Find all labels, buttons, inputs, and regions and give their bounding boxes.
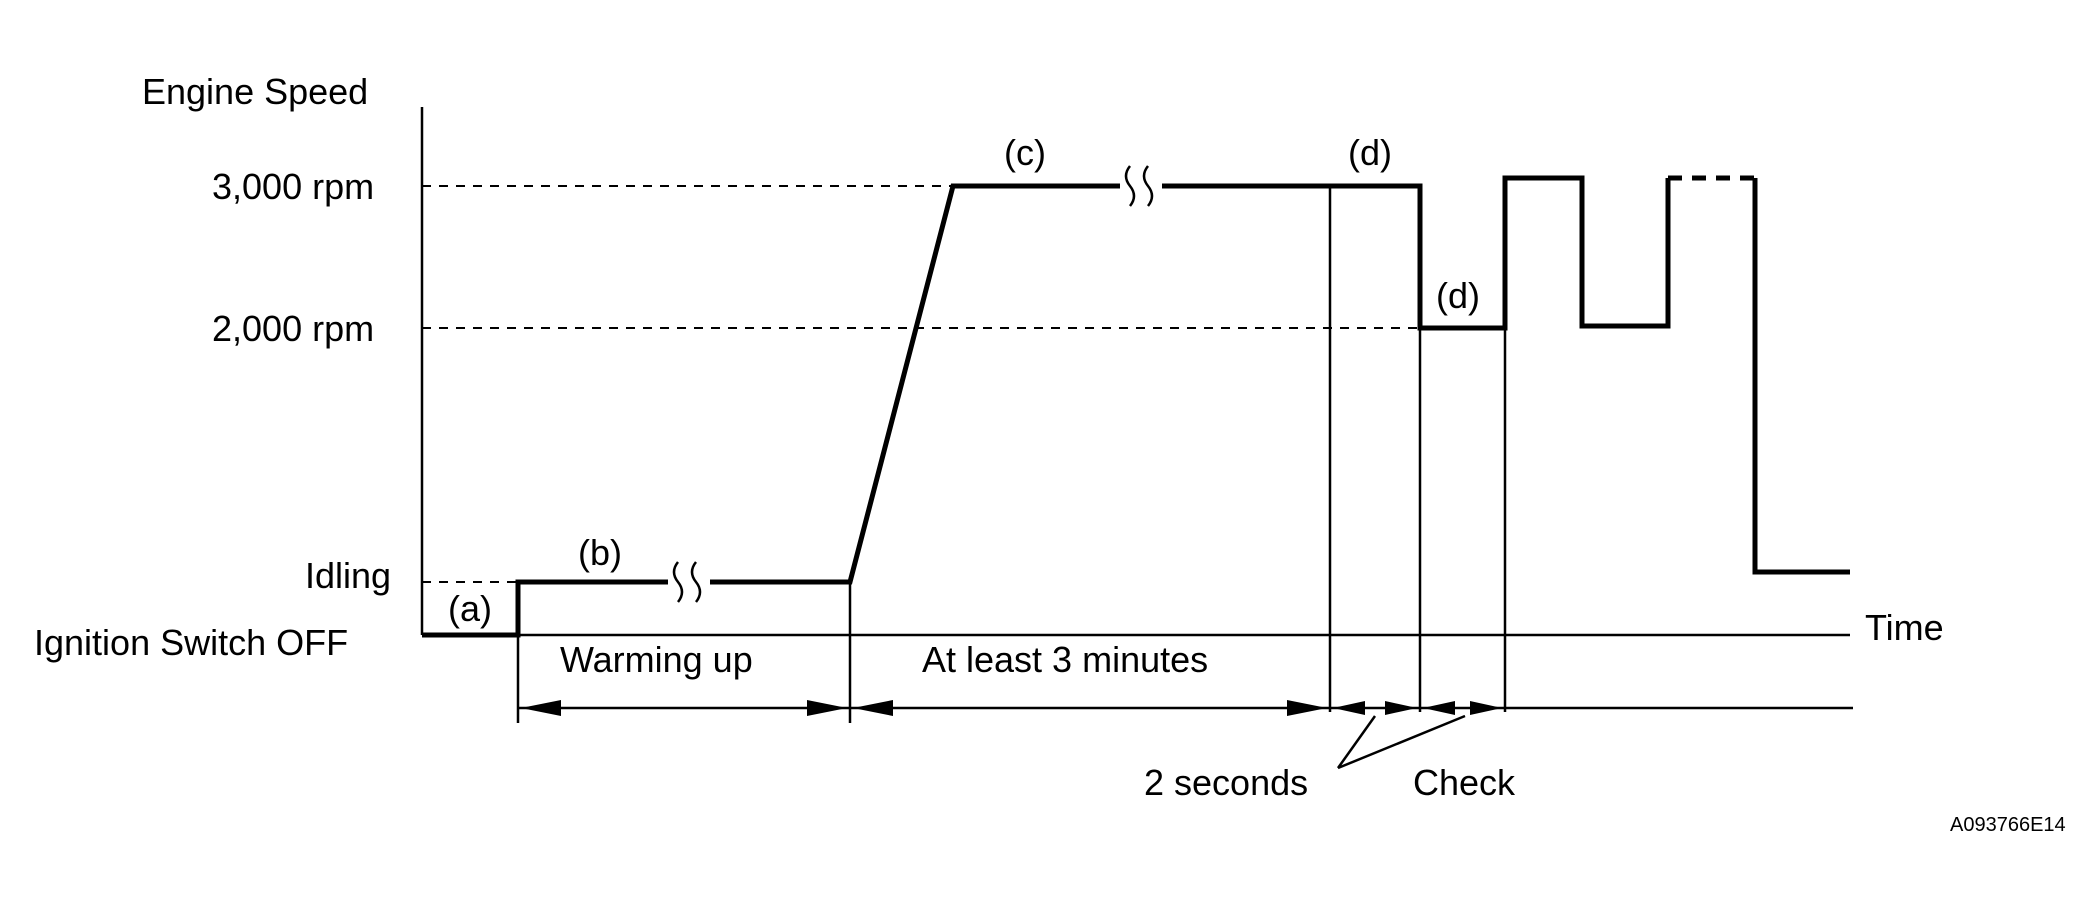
arrowhead <box>1470 701 1502 715</box>
interval-label-2s: 2 seconds <box>1144 762 1308 803</box>
break-mark-3000 <box>1120 165 1162 207</box>
speed-trace-end <box>1752 178 1850 575</box>
step-label-b: (b) <box>578 532 622 573</box>
level-label-2000: 2,000 rpm <box>212 308 374 349</box>
leader-line-check <box>1337 714 1466 770</box>
x-axis-title: Time <box>1865 607 1944 648</box>
arrowhead <box>521 700 561 716</box>
arrowhead <box>1423 701 1455 715</box>
arrowhead <box>1333 701 1365 715</box>
level-label-idling: Idling <box>305 555 391 596</box>
arrowhead <box>1385 701 1417 715</box>
leader-line-2s <box>1336 715 1377 769</box>
y-axis-title: Engine Speed <box>142 71 368 112</box>
interval-label-warming: Warming up <box>560 639 753 680</box>
interval-label-check: Check <box>1413 762 1516 803</box>
arrowhead <box>807 700 847 716</box>
step-label-a: (a) <box>448 588 492 629</box>
arrowhead <box>1287 700 1327 716</box>
figure-code: A093766E14 <box>1950 814 2066 836</box>
level-label-3000: 3,000 rpm <box>212 166 374 207</box>
step-label-c: (c) <box>1004 132 1046 173</box>
step-label-d-mid: (d) <box>1436 275 1480 316</box>
level-label-off: Ignition Switch OFF <box>34 622 348 663</box>
interval-label-3min: At least 3 minutes <box>922 639 1208 680</box>
step-label-d-high: (d) <box>1348 132 1392 173</box>
break-mark-idling <box>668 561 710 603</box>
arrowhead <box>853 700 893 716</box>
